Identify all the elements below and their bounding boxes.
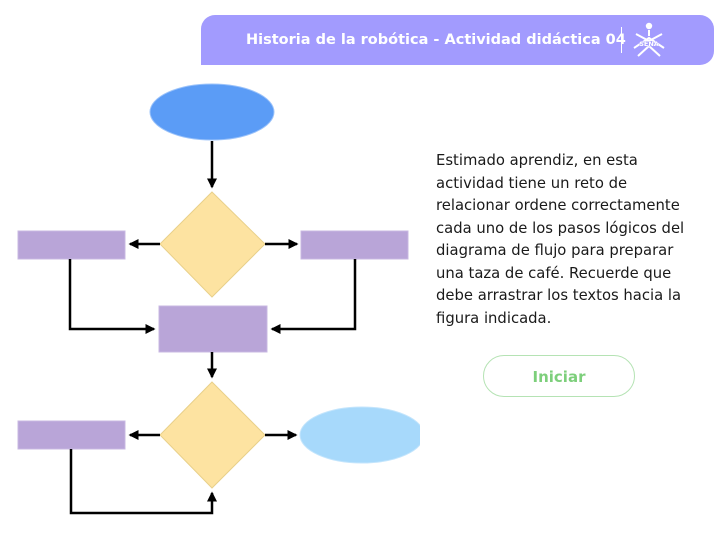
left-process-box-2[interactable] [17, 420, 126, 450]
header-bar: Historia de la robótica - Actividad didá… [201, 15, 714, 65]
left-process-box-1[interactable] [17, 230, 126, 260]
end-oval-shape[interactable] [299, 406, 420, 464]
decision-diamond-2[interactable] [159, 381, 266, 489]
start-button[interactable]: Iniciar [483, 355, 635, 397]
arrow-left-process-1-to-merge [68, 259, 156, 334]
flowchart-diagram [17, 83, 420, 515]
arrow-loop-back-to-decision-2 [69, 449, 217, 515]
merge-process-box[interactable] [158, 305, 268, 353]
right-process-box-1[interactable] [300, 230, 409, 260]
decision-diamond-1[interactable] [159, 191, 266, 298]
arrow-right-process-1-to-merge [270, 259, 357, 334]
sena-logo-icon: SENA [633, 22, 665, 57]
instructions-text: Estimado aprendiz, en esta actividad tie… [436, 152, 685, 327]
start-oval-shape[interactable] [149, 83, 275, 141]
header-divider [621, 27, 622, 53]
svg-text:SENA: SENA [639, 40, 659, 48]
page-title: Historia de la robótica - Actividad didá… [246, 32, 626, 48]
